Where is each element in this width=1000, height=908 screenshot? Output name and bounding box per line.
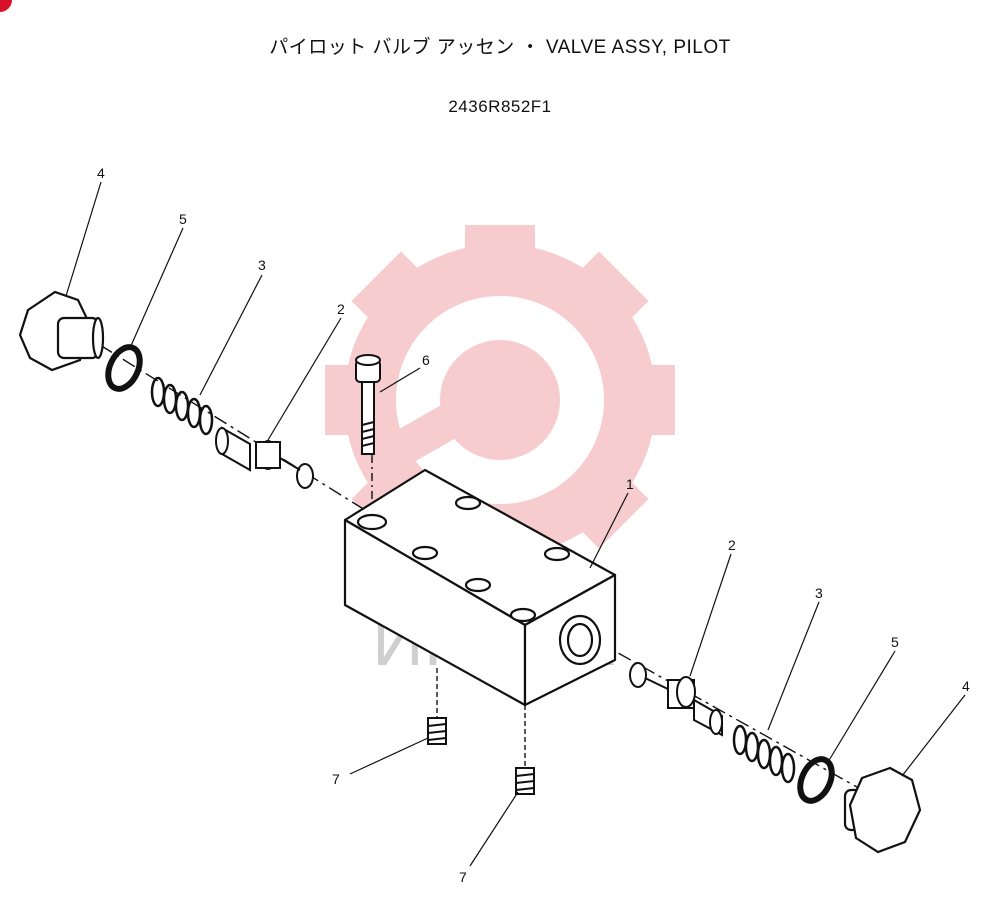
o-ring-right bbox=[797, 756, 835, 804]
set-screw-right bbox=[515, 767, 535, 795]
callout-setscrew-right: 7 bbox=[459, 869, 467, 885]
spring-left bbox=[150, 376, 214, 436]
callout-setscrew-left: 7 bbox=[332, 771, 340, 787]
callout-oring-right: 5 bbox=[891, 634, 899, 650]
axis-line-left bbox=[99, 344, 366, 511]
callout-bolt: 6 bbox=[422, 352, 430, 368]
o-ring-left bbox=[105, 344, 143, 392]
callout-plug-left: 4 bbox=[97, 165, 105, 181]
callout-body: 1 bbox=[626, 476, 634, 492]
socket-bolt bbox=[355, 354, 381, 455]
callout-spring-right: 3 bbox=[815, 585, 823, 601]
part-number: 2436R852F1 bbox=[448, 97, 552, 116]
callout-spool-right: 2 bbox=[728, 537, 736, 553]
callout-plug-right: 4 bbox=[962, 678, 970, 694]
leader-lines bbox=[65, 181, 966, 867]
spool-left bbox=[215, 426, 314, 489]
callout-spool-left: 2 bbox=[337, 301, 345, 317]
diagram-title: パイロット バルブ アッセン ・ VALVE ASSY, PILOT bbox=[269, 37, 731, 58]
spring-right bbox=[732, 724, 796, 784]
hex-plug-right bbox=[843, 766, 922, 854]
callout-oring-left: 5 bbox=[179, 211, 187, 227]
spool-right bbox=[629, 662, 723, 737]
hex-plug-left bbox=[18, 290, 105, 372]
valve-body-block bbox=[343, 468, 617, 707]
callout-spring-left: 3 bbox=[258, 257, 266, 273]
set-screw-left bbox=[427, 717, 447, 745]
